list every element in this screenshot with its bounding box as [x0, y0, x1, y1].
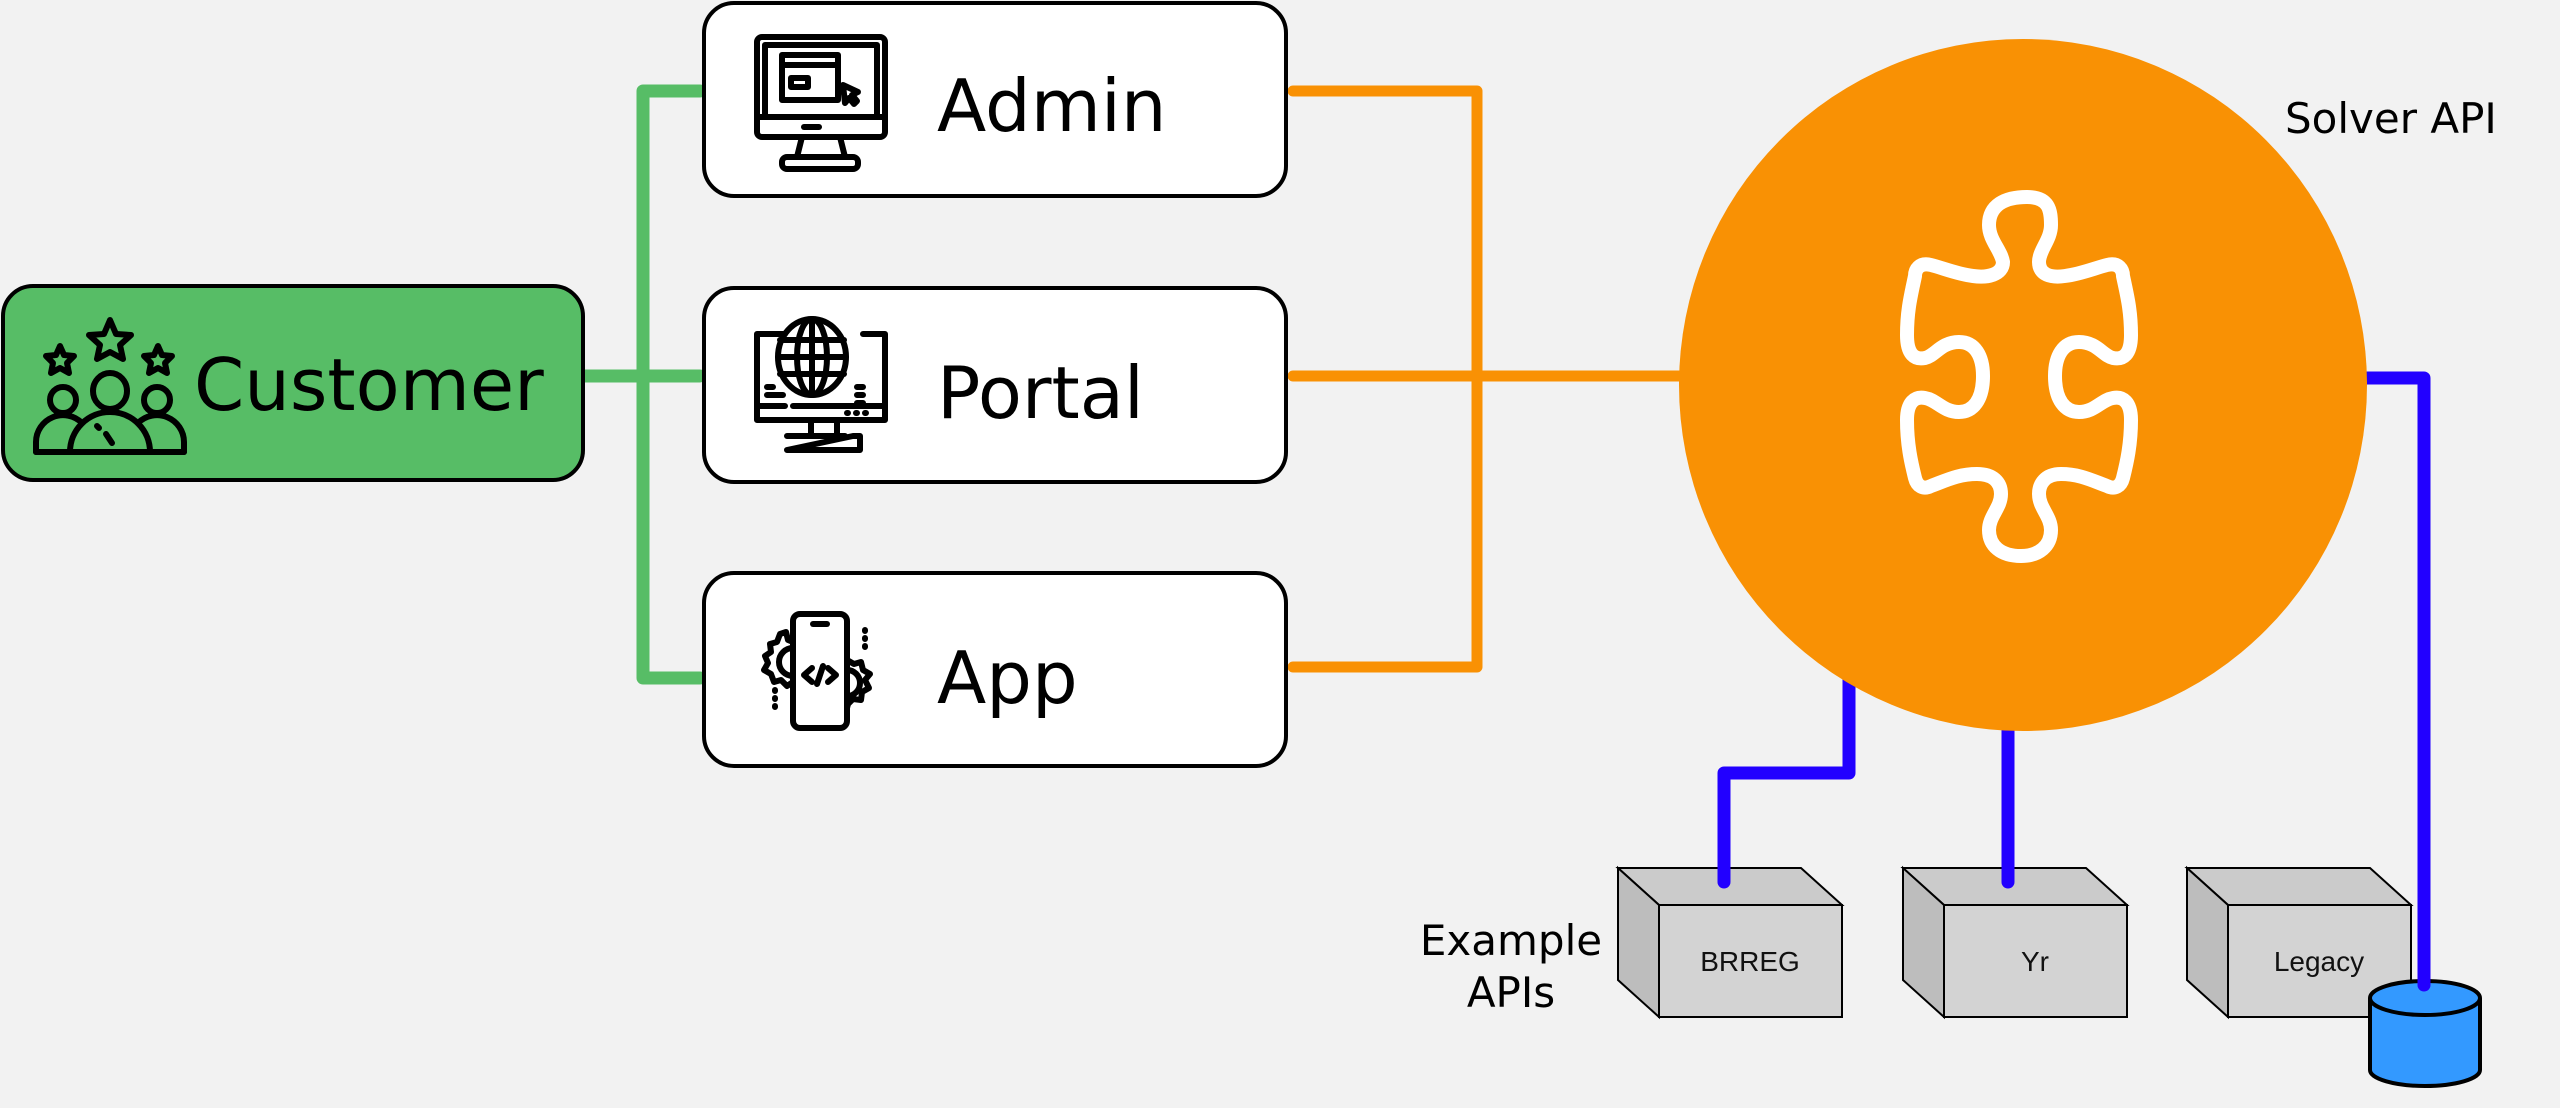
customer-node[interactable]: Customer: [1, 284, 585, 482]
solver-api-node[interactable]: Solver API: [1679, 39, 2497, 731]
example-apis-label-line2: APIs: [1467, 968, 1555, 1017]
client-node-portal[interactable]: Portal: [702, 286, 1288, 484]
client-node-app[interactable]: App: [702, 571, 1288, 768]
customer-to-clients-connectors: [577, 84, 707, 685]
web-portal-icon: [754, 316, 888, 453]
client-node-admin[interactable]: Admin: [702, 1, 1288, 198]
example-apis-label-line1: Example: [1420, 916, 1602, 965]
puzzle-piece-icon: [1900, 190, 2138, 563]
portal-label: Portal: [937, 351, 1144, 435]
api-box-label: BRREG: [1700, 946, 1800, 977]
api-box-label: Legacy: [2274, 946, 2364, 977]
connector-endpoints: [1717, 859, 2015, 889]
database-icon[interactable]: [2368, 953, 2482, 1088]
clients-to-solver-connectors: [1287, 85, 1696, 673]
customer-rating-icon: [33, 317, 187, 455]
solver-to-apis-connectors: [1717, 371, 2431, 992]
api-box-yr[interactable]: Yr: [1900, 865, 2130, 1020]
mobile-app-development-icon: [761, 611, 873, 731]
solver-api-label: Solver API: [2285, 94, 2497, 143]
connector-bus-vertical: [636, 84, 707, 685]
api-box-brreg[interactable]: BRREG: [1615, 865, 1845, 1020]
example-apis-label: Example APIs: [1420, 916, 1602, 1017]
admin-label: Admin: [937, 64, 1166, 148]
customer-label: Customer: [194, 343, 544, 427]
desktop-admin-icon: [754, 34, 888, 172]
connector-solver-to-database: [2353, 371, 2431, 992]
api-box-label: Yr: [2021, 946, 2049, 977]
connector-solver-to-brreg: [1717, 653, 1856, 889]
app-label: App: [937, 636, 1078, 720]
